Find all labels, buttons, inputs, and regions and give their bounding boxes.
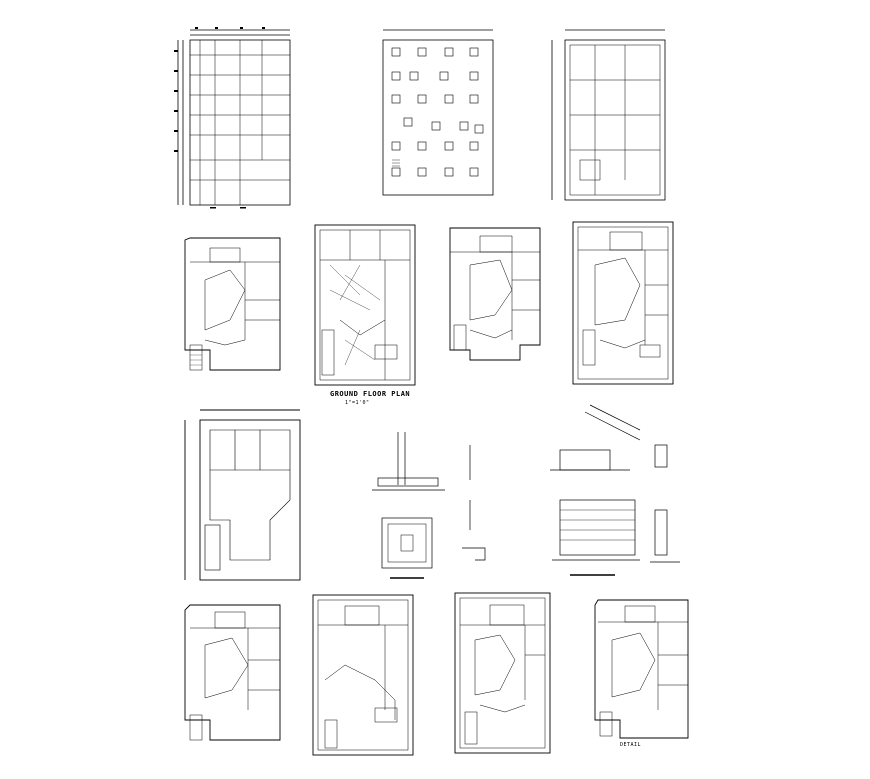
- floor-plan-e: [312, 594, 414, 756]
- floor-plan-b: [449, 227, 541, 361]
- ground-floor-plan-caption: GROUND FLOOR PLAN: [330, 390, 411, 398]
- ground-floor-plan-scale: 1"=1'0": [345, 400, 370, 406]
- roof-outline-plan: [184, 409, 301, 581]
- detail-label: DETAIL: [620, 742, 642, 748]
- beam-layout-plan: [551, 29, 666, 201]
- floor-plan-f: [454, 592, 551, 754]
- footing-layout-plan: [382, 29, 494, 196]
- column-grid-plan: [174, 27, 291, 209]
- floor-plan-a: [184, 237, 281, 371]
- floor-plan-d: [184, 604, 281, 741]
- electrical-plan: [314, 224, 416, 386]
- floor-plan-g: [594, 599, 689, 739]
- floor-plan-c: [572, 221, 674, 385]
- section-details: [372, 404, 680, 579]
